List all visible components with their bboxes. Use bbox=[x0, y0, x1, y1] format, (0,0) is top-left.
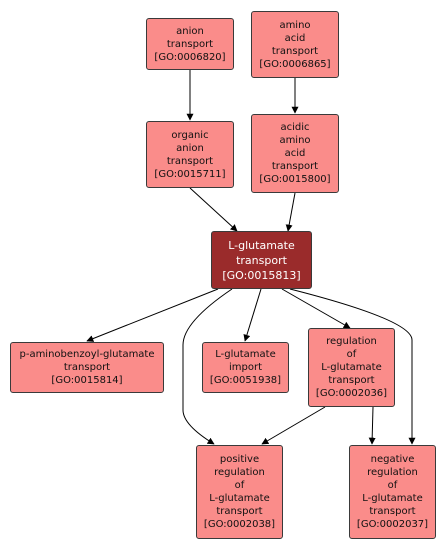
edge-organic-anion-to-l-glutamate bbox=[189, 187, 238, 232]
node-line: [GO:0006820] bbox=[154, 51, 226, 63]
edge-acidic-amino-acid-to-l-glutamate bbox=[285, 192, 296, 232]
node-line: transport bbox=[271, 45, 319, 57]
node-line: [GO:0015800] bbox=[259, 174, 331, 185]
node-line: acid bbox=[284, 148, 306, 159]
node-line: acidic bbox=[280, 122, 310, 133]
node-line: L-glutamate bbox=[362, 493, 423, 504]
node-line: regulation bbox=[367, 467, 418, 478]
node-l-glutamate-transport[interactable]: L-glutamate transport [GO:0015813] bbox=[211, 231, 312, 289]
node-line: [GO:0015814] bbox=[51, 375, 123, 386]
node-line: [GO:0002037] bbox=[356, 519, 429, 530]
edge-regulation-to-negative-regulation bbox=[368, 406, 376, 445]
node-acidic-amino-acid-transport[interactable]: acidic amino acid transport [GO:0015800] bbox=[251, 114, 339, 193]
node-line: transport bbox=[369, 506, 416, 517]
node-line: p-aminobenzoyl-glutamate bbox=[19, 349, 155, 360]
node-line: [GO:0015813] bbox=[222, 268, 301, 282]
node-line: L-glutamate bbox=[209, 493, 270, 504]
node-line: of bbox=[387, 480, 398, 491]
node-line: acid bbox=[284, 32, 306, 44]
node-line: [GO:0002036] bbox=[315, 388, 388, 399]
node-line: anion bbox=[176, 142, 204, 154]
node-line: [GO:0002038] bbox=[203, 519, 276, 530]
node-line: transport bbox=[166, 38, 214, 50]
node-l-glutamate-import[interactable]: L-glutamate import [GO:0051938] bbox=[202, 342, 289, 393]
edge-l-glutamate-to-positive-regulation bbox=[182, 288, 233, 445]
node-line: amino bbox=[279, 135, 311, 146]
node-line: transport bbox=[328, 375, 375, 386]
node-line: of bbox=[234, 480, 245, 491]
node-line: organic bbox=[171, 129, 209, 141]
edge-l-glutamate-to-p-aminobenzoyl bbox=[86, 288, 219, 342]
node-line: L-glutamate bbox=[228, 238, 295, 252]
edge-regulation-to-positive-regulation bbox=[261, 406, 326, 445]
node-line: anion bbox=[176, 25, 204, 37]
node-amino-acid-transport[interactable]: amino acid transport [GO:0006865] bbox=[251, 11, 339, 78]
node-anion-transport[interactable]: anion transport [GO:0006820] bbox=[146, 18, 234, 70]
node-negative-regulation-of-l-glutamate-transport[interactable]: negative regulation of L-glutamate trans… bbox=[349, 445, 436, 539]
node-line: transport bbox=[216, 506, 263, 517]
node-line: transport bbox=[271, 161, 319, 172]
node-p-aminobenzoyl-glutamate-transport[interactable]: p-aminobenzoyl-glutamate transport [GO:0… bbox=[10, 342, 164, 393]
node-positive-regulation-of-l-glutamate-transport[interactable]: positive regulation of L-glutamate trans… bbox=[196, 445, 283, 539]
node-line: L-glutamate bbox=[215, 349, 276, 360]
node-line: amino bbox=[279, 19, 311, 31]
edge-l-glutamate-to-regulation bbox=[281, 288, 351, 329]
node-line: of bbox=[346, 349, 357, 360]
node-line: L-glutamate bbox=[321, 362, 382, 373]
edge-l-glutamate-to-import bbox=[243, 288, 262, 342]
node-line: negative bbox=[370, 454, 415, 465]
node-line: [GO:0006865] bbox=[259, 58, 331, 70]
node-line: transport bbox=[166, 155, 214, 167]
node-line: [GO:0051938] bbox=[209, 375, 282, 386]
node-line: transport bbox=[63, 362, 111, 373]
node-organic-anion-transport[interactable]: organic anion transport [GO:0015711] bbox=[146, 121, 234, 188]
node-regulation-of-l-glutamate-transport[interactable]: regulation of L-glutamate transport [GO:… bbox=[308, 328, 395, 407]
edge-l-glutamate-to-negative-regulation bbox=[289, 288, 416, 445]
node-line: import bbox=[228, 362, 263, 373]
node-line: [GO:0015711] bbox=[154, 168, 226, 180]
node-line: transport bbox=[236, 253, 287, 267]
node-line: regulation bbox=[326, 336, 377, 347]
node-line: regulation bbox=[214, 467, 265, 478]
node-line: positive bbox=[219, 454, 260, 465]
